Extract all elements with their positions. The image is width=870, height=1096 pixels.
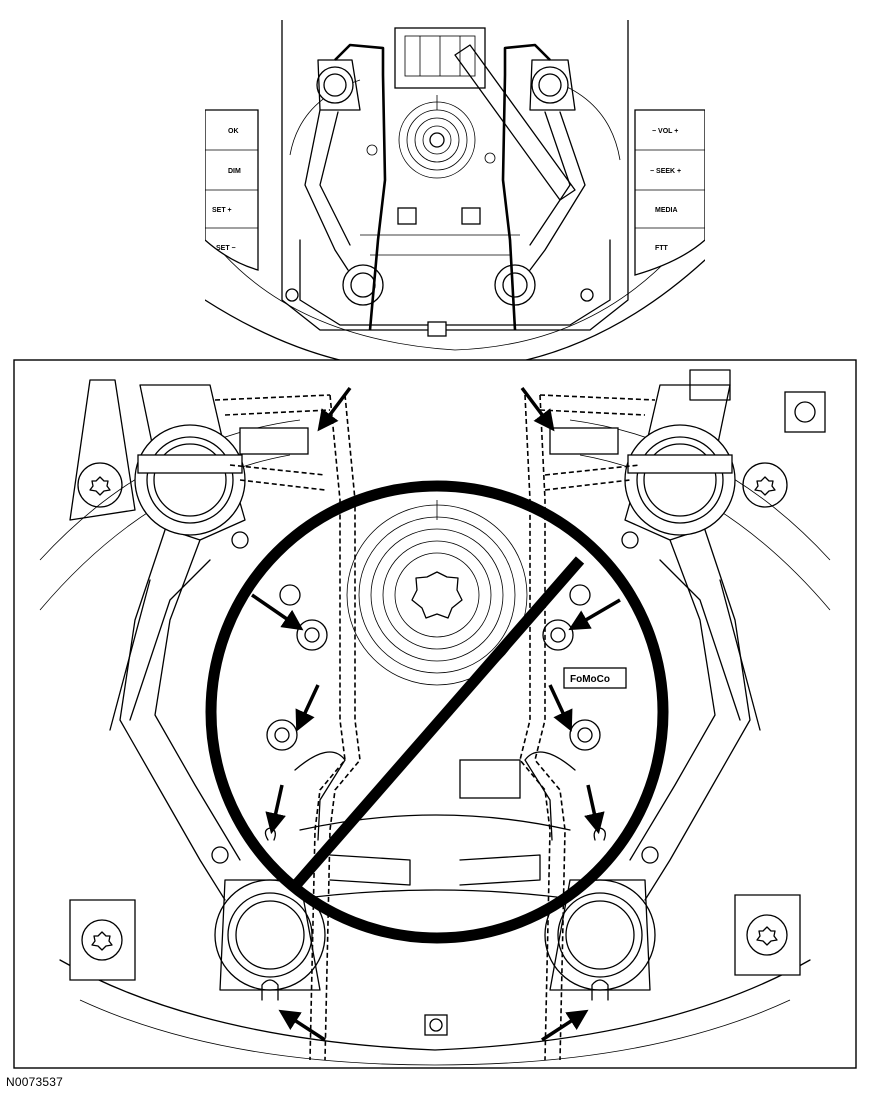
detail-clamp-lower-right — [544, 879, 656, 991]
upper-clamp-right — [529, 59, 576, 111]
mount-lower-left — [69, 899, 136, 981]
button-label: SET + — [212, 207, 232, 214]
button-label: FTT — [655, 245, 669, 252]
callout-arrows — [251, 386, 621, 1042]
button-label: − SEEK + — [650, 168, 681, 175]
prohibition-symbol — [205, 480, 669, 944]
left-switch-pod: OK DIM SET + SET − — [205, 109, 259, 271]
detail-clamp-upper-left — [134, 424, 246, 536]
lower-clamp-left — [342, 264, 384, 306]
button-label: MEDIA — [655, 207, 678, 214]
fomoco-logo: FoMoCo — [563, 667, 627, 689]
detail-clamp-upper-right — [624, 424, 736, 536]
torx-screw-left — [77, 462, 123, 508]
center-boss-overview — [398, 95, 476, 179]
upper-clamp-left — [316, 59, 361, 111]
mount-lower-right — [734, 894, 801, 976]
overview-view: OK DIM SET + SET − − VOL + − SEEK + MEDI… — [205, 20, 705, 360]
lower-clamp-right — [494, 264, 536, 306]
button-label: DIM — [228, 168, 241, 175]
logo-text: FoMoCo — [570, 674, 610, 685]
figure-id: N0073537 — [6, 1075, 63, 1089]
button-label: OK — [228, 128, 239, 135]
button-label: − VOL + — [652, 128, 678, 135]
center-boss-detail — [346, 500, 528, 686]
detail-view: FoMoCo — [39, 369, 831, 1066]
button-label: SET − — [216, 245, 236, 252]
right-switch-pod: − VOL + − SEEK + MEDIA FTT — [634, 109, 705, 276]
torx-screw-right — [742, 462, 788, 508]
detail-clamp-lower-left — [214, 879, 326, 991]
